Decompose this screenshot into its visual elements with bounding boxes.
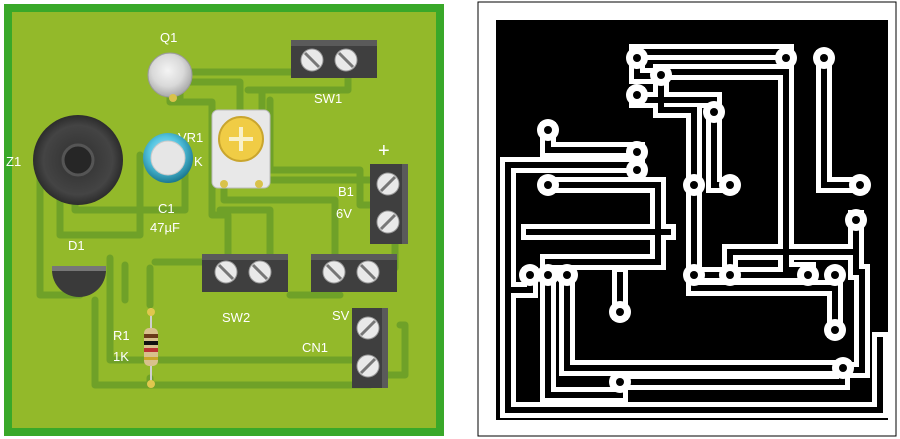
z1-label: Z1 <box>6 154 21 169</box>
pad <box>849 174 871 196</box>
terminal-body-side <box>382 308 388 388</box>
screw-slot <box>359 263 377 281</box>
terminal-sw3: SV <box>311 254 397 323</box>
pad <box>609 371 631 393</box>
screw-slot <box>337 51 355 69</box>
trace-gap <box>658 69 697 278</box>
pad <box>519 264 541 286</box>
pad <box>626 47 648 69</box>
r1-value: 1K <box>113 349 129 364</box>
trace-gap <box>821 55 863 188</box>
pad <box>824 319 846 341</box>
buzzer-hole <box>61 143 95 177</box>
pad <box>537 174 559 196</box>
trace <box>216 206 274 272</box>
resistor-band <box>144 334 158 338</box>
trace-gap <box>840 215 865 373</box>
pad <box>626 141 648 163</box>
d1-label: D1 <box>68 238 85 253</box>
c1-value: 47µF <box>150 220 180 235</box>
transistor-body <box>147 52 193 98</box>
terminal-body-top <box>311 254 397 260</box>
diode-flat <box>52 266 106 271</box>
terminal-body-top <box>202 254 288 260</box>
pad <box>832 357 854 379</box>
pad <box>845 209 867 231</box>
screw-slot <box>303 51 321 69</box>
screw-slot <box>379 213 397 231</box>
copper-pads <box>519 47 871 393</box>
pad <box>824 264 846 286</box>
pad <box>147 380 155 388</box>
terminal-body-top <box>291 40 377 46</box>
cn1-label: CN1 <box>302 340 328 355</box>
q1-label: Q1 <box>160 30 177 45</box>
b1-value: 6V <box>336 206 352 221</box>
capacitor-top <box>150 140 186 176</box>
screw-slot <box>359 357 377 375</box>
screw-slot <box>359 319 377 337</box>
pad <box>813 47 835 69</box>
pad <box>556 264 578 286</box>
diode-d1: D1 <box>52 238 106 297</box>
buzzer-z1: Z1 <box>6 115 123 205</box>
c1-label: C1 <box>158 201 175 216</box>
resistor-r1: R1 1K <box>113 308 158 388</box>
terminal-sw2: SW2 <box>202 254 288 325</box>
resistor-band <box>144 341 158 345</box>
screw-slot <box>251 263 269 281</box>
resistor-band <box>144 348 158 352</box>
pad <box>703 101 725 123</box>
sw2-label: SW2 <box>222 310 250 325</box>
board-3d-view: Q1 Z1 VR1 K C1 47µF D <box>4 4 444 436</box>
resistor-band <box>144 357 158 360</box>
pad <box>683 264 705 286</box>
diode-body <box>52 270 106 297</box>
capacitor-c1: C1 47µF <box>143 133 193 235</box>
pad <box>626 84 648 106</box>
terminal-b1: + B1 6V <box>336 140 408 244</box>
trace <box>106 254 359 364</box>
copper-layout-view <box>477 1 897 437</box>
trace <box>56 151 144 239</box>
pad <box>255 180 263 188</box>
screw-slot <box>217 263 235 281</box>
pad <box>797 264 819 286</box>
r1-label: R1 <box>113 328 130 343</box>
pad <box>537 264 559 286</box>
pad <box>719 174 741 196</box>
terminal-body-side <box>402 164 408 244</box>
terminal-cn1: CN1 <box>302 308 388 388</box>
plus-sign: + <box>378 140 390 162</box>
pad <box>719 264 741 286</box>
pad <box>609 301 631 323</box>
terminal-sw1: SW1 <box>291 40 377 106</box>
pad <box>537 119 559 141</box>
screw-slot <box>325 263 343 281</box>
trace-gap <box>505 287 883 413</box>
sw1-label: SW1 <box>314 91 342 106</box>
pad <box>147 308 155 316</box>
transistor-q1: Q1 <box>147 30 193 102</box>
vr1-value: K <box>194 154 203 169</box>
pad <box>169 94 177 102</box>
trace <box>91 296 374 389</box>
trimmer-cross-icon <box>229 127 253 151</box>
trace <box>381 321 409 379</box>
resistor-body <box>144 328 158 366</box>
trimmer-vr1 <box>211 109 271 189</box>
pad <box>775 47 797 69</box>
trace <box>220 181 339 272</box>
pad <box>220 180 228 188</box>
b1-label: B1 <box>338 184 354 199</box>
pad <box>626 159 648 181</box>
trace <box>176 78 244 126</box>
trace-gap <box>564 272 846 371</box>
sw3-label: SV <box>332 308 350 323</box>
pad <box>650 64 672 86</box>
screw-slot <box>379 175 397 193</box>
trace <box>36 146 84 299</box>
pad <box>683 174 705 196</box>
